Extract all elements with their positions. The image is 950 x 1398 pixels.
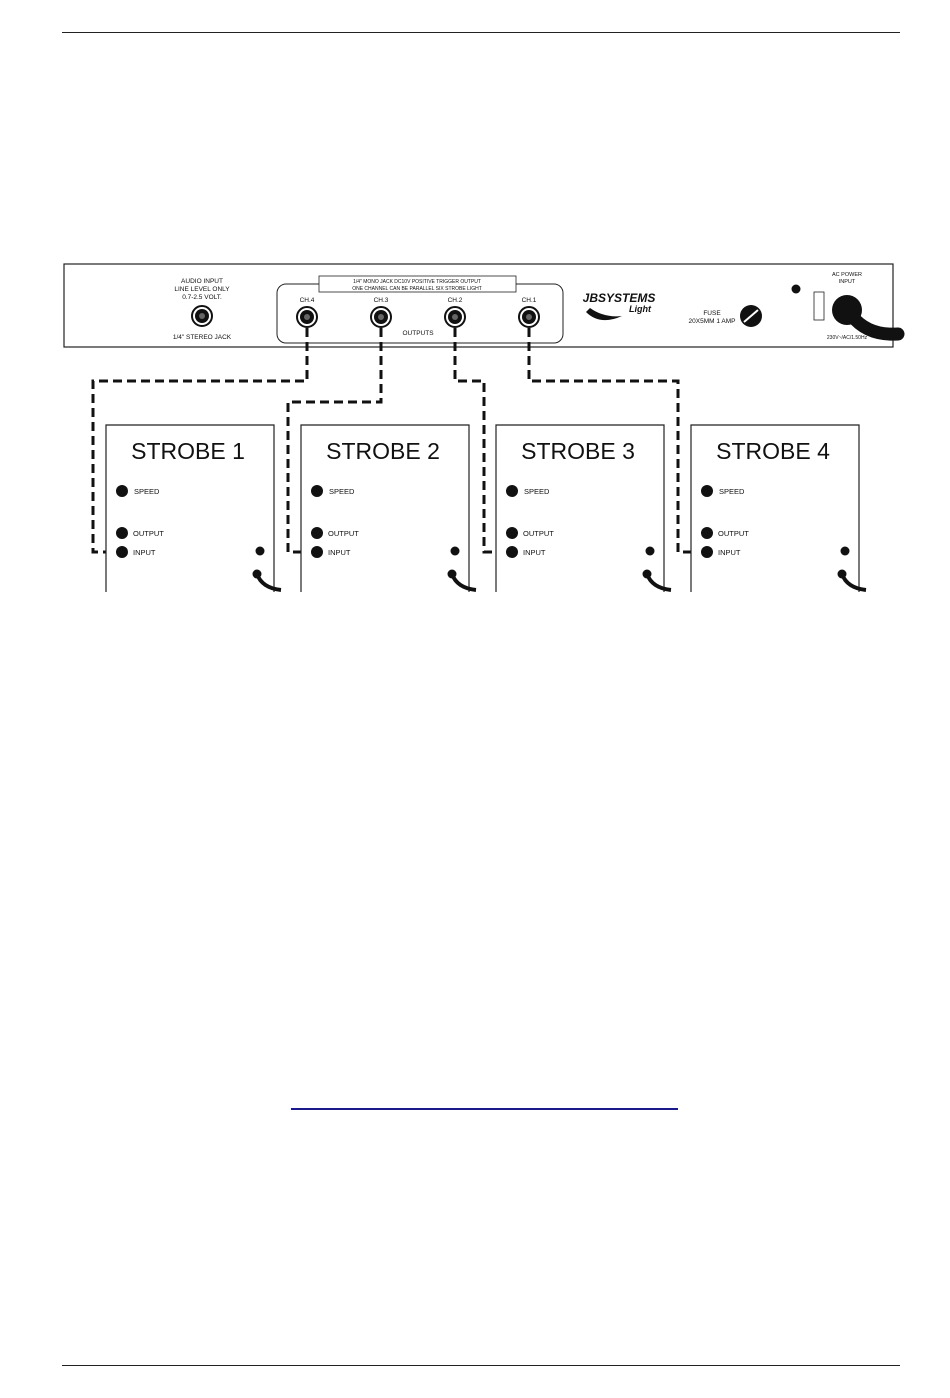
speed-knob-icon	[311, 485, 323, 497]
strobe-title: STROBE 3	[521, 438, 635, 464]
cable-ch2-to-strobe-3	[453, 328, 508, 554]
strobe-unit-3: STROBE 3 SPEED OUTPUT INPUT	[495, 424, 672, 592]
output-jack-ch3	[370, 306, 392, 328]
trigger-cables	[91, 328, 703, 554]
input-jack-icon	[311, 546, 323, 558]
fuse-label-2: 20X5MM 1 AMP	[689, 318, 736, 325]
audio-input-label-3: 0.7-2.5 VOLT.	[182, 294, 222, 301]
channel-label-ch4: CH.4	[300, 297, 315, 304]
strobe-title: STROBE 1	[131, 438, 245, 464]
input-jack-icon	[701, 546, 713, 558]
trigger-note-box	[318, 275, 517, 293]
output-jack-ch2	[444, 306, 466, 328]
fuse-screw-icon	[645, 546, 655, 556]
power-indicator-dot	[791, 284, 801, 294]
ac-power-label-2: INPUT	[839, 279, 856, 285]
output-label: OUTPUT	[328, 529, 359, 538]
strobe-unit-4: STROBE 4 SPEED OUTPUT INPUT	[690, 424, 867, 592]
strobe-title: STROBE 2	[326, 438, 440, 464]
output-label: OUTPUT	[133, 529, 164, 538]
input-jack-icon	[116, 546, 128, 558]
controller-rear-panel: AUDIO INPUT LINE LEVEL ONLY 0.7-2.5 VOLT…	[63, 263, 905, 348]
speed-label: SPEED	[134, 487, 160, 496]
ac-power-label-1: AC POWER	[832, 272, 862, 278]
speed-knob-icon	[116, 485, 128, 497]
channel-label-ch1: CH.1	[522, 297, 537, 304]
speed-knob-icon	[701, 485, 713, 497]
output-label: OUTPUT	[523, 529, 554, 538]
speed-label: SPEED	[524, 487, 550, 496]
input-label: INPUT	[328, 548, 351, 557]
fuse-screw-icon	[450, 546, 460, 556]
cable-ch3-to-strobe-2	[286, 328, 383, 554]
brand-sub: Light	[629, 304, 652, 314]
speed-knob-icon	[506, 485, 518, 497]
fuse-holder-icon	[740, 305, 762, 327]
input-jack-icon	[506, 546, 518, 558]
channel-label-ch3: CH.3	[374, 297, 389, 304]
trigger-note-line-1: 1/4" MONO JACK DC10V POSITIVE TRIGGER OU…	[353, 279, 481, 285]
brand-logo: JBSYSTEMS Light	[583, 291, 656, 321]
fuse-label-1: FUSE	[703, 310, 721, 317]
fuse-screw-icon	[840, 546, 850, 556]
strobe-title: STROBE 4	[716, 438, 830, 464]
voltage-label: 230V~/AC/1.50Hz	[827, 335, 868, 341]
audio-input-label-2: LINE LEVEL ONLY	[174, 286, 230, 293]
power-switch-icon	[813, 291, 825, 321]
output-label: OUTPUT	[718, 529, 749, 538]
cable-ch4-to-strobe-1	[91, 328, 309, 554]
channel-label-ch2: CH.2	[448, 297, 463, 304]
cable-ch1-to-strobe-4	[527, 328, 703, 554]
speed-label: SPEED	[719, 487, 745, 496]
output-jack-icon	[506, 527, 518, 539]
audio-input-jack	[191, 305, 213, 327]
trigger-note-line-2: ONE CHANNEL CAN BE PARALLEL SIX STROBE L…	[352, 286, 482, 292]
output-jack-icon	[311, 527, 323, 539]
hyperlink-underline[interactable]	[291, 1108, 678, 1110]
top-rule	[62, 32, 900, 33]
speed-label: SPEED	[329, 487, 355, 496]
ac-power-socket-icon	[832, 295, 905, 341]
strobe-unit-1: STROBE 1 SPEED OUTPUT INPUT	[105, 424, 282, 592]
strobe-unit-2: STROBE 2 SPEED OUTPUT INPUT	[300, 424, 477, 592]
output-jack-ch4	[296, 306, 318, 328]
output-jack-icon	[116, 527, 128, 539]
fuse-screw-icon	[255, 546, 265, 556]
outputs-label: OUTPUTS	[402, 330, 434, 337]
output-jack-ch1	[518, 306, 540, 328]
input-label: INPUT	[133, 548, 156, 557]
bottom-rule	[62, 1365, 900, 1366]
output-jack-icon	[701, 527, 713, 539]
stereo-jack-label: 1/4" STEREO JACK	[173, 334, 232, 341]
input-label: INPUT	[718, 548, 741, 557]
audio-input-label-1: AUDIO INPUT	[181, 278, 223, 285]
brand-name: JBSYSTEMS	[583, 291, 656, 305]
input-label: INPUT	[523, 548, 546, 557]
